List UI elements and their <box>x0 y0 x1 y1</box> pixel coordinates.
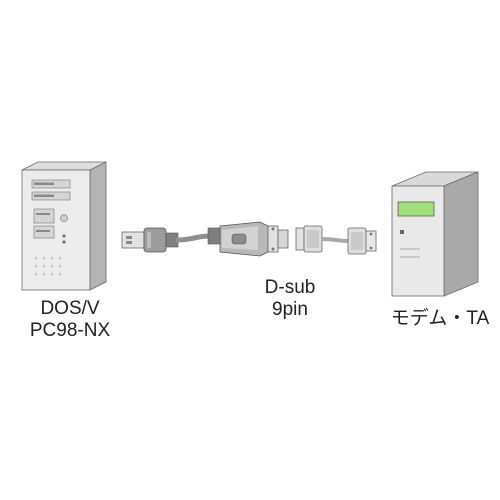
connector-label: D-sub 9pin <box>245 277 335 321</box>
device-label-text: モデム・TA <box>390 308 490 329</box>
pc-label-line1: DOS/V <box>40 298 100 319</box>
pc-label-line2: PC98-NX <box>29 320 111 341</box>
connector-label-line1: D-sub <box>264 277 316 298</box>
connector-label-line2: 9pin <box>272 299 308 320</box>
device-label: モデム・TA <box>390 308 490 330</box>
pc-label: DOS/V PC98-NX <box>10 298 130 342</box>
